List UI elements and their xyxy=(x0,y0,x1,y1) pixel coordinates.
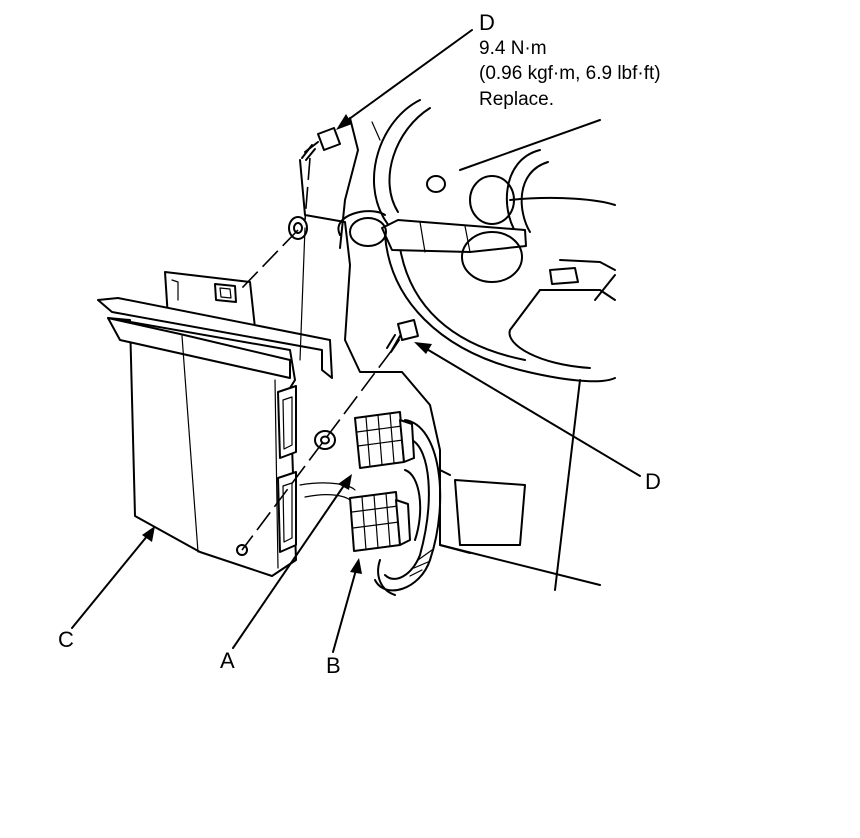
bolt-top xyxy=(301,127,341,161)
arrowhead-c xyxy=(142,526,155,542)
replace-note: Replace. xyxy=(479,89,554,110)
arrowhead-d-right xyxy=(414,342,432,354)
mounting-bracket xyxy=(97,271,333,379)
callout-a: A xyxy=(220,648,235,673)
arrowhead-b xyxy=(350,558,362,574)
wire-harness xyxy=(374,419,442,596)
callout-b: B xyxy=(326,653,341,678)
vehicle-structure xyxy=(288,99,616,591)
control-unit xyxy=(107,317,297,577)
connector-b xyxy=(349,491,411,552)
arrowhead-a xyxy=(338,474,352,490)
leader-lines xyxy=(71,29,641,653)
callout-d-top: D xyxy=(479,10,495,35)
torque-conversion: (0.96 kgf·m, 6.9 lbf·ft) xyxy=(479,63,661,84)
callout-c: C xyxy=(58,627,74,652)
torque-value: 9.4 N·m xyxy=(479,38,547,59)
connector-a xyxy=(354,411,415,469)
callout-d-right: D xyxy=(645,469,661,494)
arrowhead-d-top xyxy=(336,114,352,130)
bolt-lower xyxy=(386,319,419,353)
assembly-lines xyxy=(239,157,393,551)
